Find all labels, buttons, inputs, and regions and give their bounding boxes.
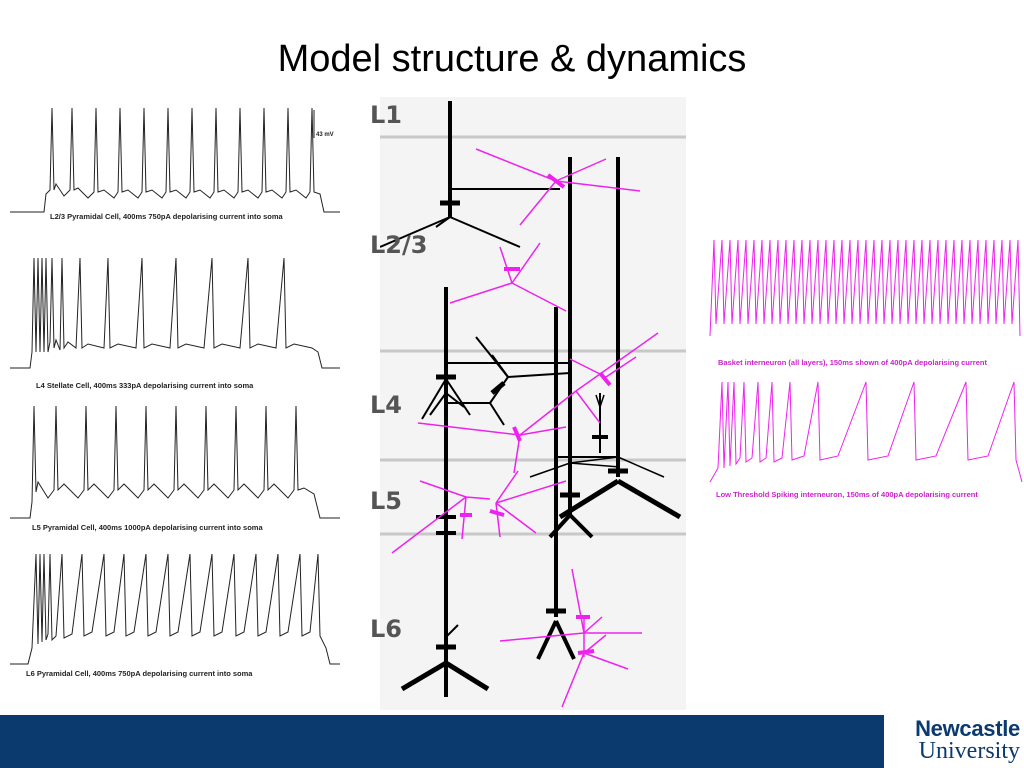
excitatory-neurons — [380, 101, 682, 697]
cortical-column-diagram: L1 L2/3 L4 L5 L6 — [370, 97, 686, 710]
trace-panel-lts: Low Threshold Spiking interneuron, 150ms… — [708, 378, 1024, 502]
layer-label-l6: L6 — [370, 615, 402, 643]
trace-panel-basket: Basket interneuron (all layers), 150ms s… — [708, 236, 1024, 372]
trace-basket-interneuron — [709, 239, 1021, 337]
slide-title: Model structure & dynamics — [277, 38, 747, 80]
trace-caption-l6: L6 Pyramidal Cell, 400ms 750pA depolaris… — [26, 669, 253, 678]
trace-l5-pyramidal — [10, 405, 340, 519]
column-schematic — [380, 101, 686, 708]
layer-label-l5: L5 — [370, 487, 402, 515]
trace-panel-l6-pyramidal: L6 Pyramidal Cell, 400ms 750pA depolaris… — [8, 548, 342, 680]
footer-bar: Newcastle University — [0, 715, 1024, 768]
trace-l6-pyramidal — [10, 553, 340, 665]
trace-caption-l4: L4 Stellate Cell, 400ms 333pA depolarisi… — [36, 381, 254, 390]
trace-caption-l23: L2/3 Pyramidal Cell, 400ms 750pA depolar… — [50, 212, 283, 221]
trace-panel-l4-stellate: L4 Stellate Cell, 400ms 333pA depolarisi… — [8, 252, 342, 398]
layer-label-l4: L4 — [370, 391, 402, 419]
trace-panel-l23-pyramidal: 43 mV L2/3 Pyramidal Cell, 400ms 750pA d… — [8, 100, 342, 246]
scale-bar-label: 43 mV — [316, 132, 334, 138]
layer-label-l23: L2/3 — [370, 231, 428, 259]
trace-panel-l5-pyramidal: L5 Pyramidal Cell, 400ms 1000pA depolari… — [8, 402, 342, 542]
trace-lts-interneuron — [709, 381, 1023, 483]
logo-line1: Newcastle — [915, 716, 1020, 741]
layer-label-l1: L1 — [370, 101, 402, 129]
logo-line2: University — [918, 738, 1020, 764]
university-logo: Newcastle University — [884, 715, 1024, 768]
trace-caption-basket: Basket interneuron (all layers), 150ms s… — [718, 358, 987, 367]
trace-caption-l5: L5 Pyramidal Cell, 400ms 1000pA depolari… — [32, 523, 263, 532]
interneurons — [391, 148, 659, 708]
trace-caption-lts: Low Threshold Spiking interneuron, 150ms… — [716, 490, 978, 499]
trace-l23-pyramidal — [10, 107, 340, 213]
trace-l4-stellate — [10, 257, 340, 369]
